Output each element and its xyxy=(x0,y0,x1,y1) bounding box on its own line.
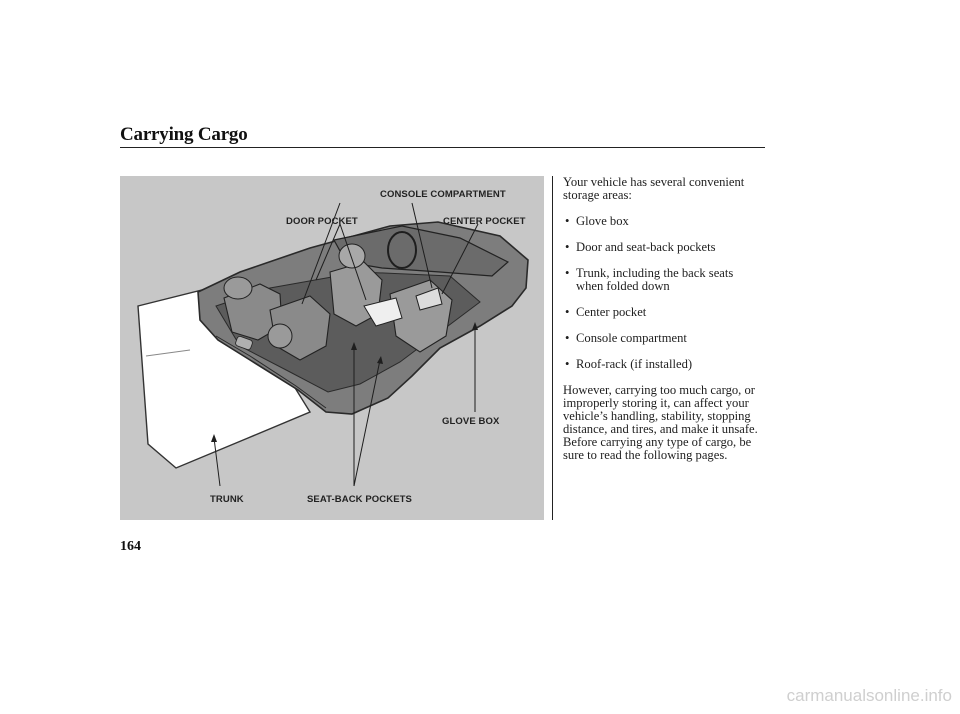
bullet-icon: • xyxy=(565,240,570,254)
list-item: •Glove box xyxy=(565,214,629,228)
watermark: carmanualsonline.info xyxy=(786,686,952,705)
label-trunk: TRUNK xyxy=(210,494,244,505)
label-center-pocket: CENTER POCKET xyxy=(443,216,526,227)
list-item: •Center pocket xyxy=(565,305,647,319)
label-seat-back-pockets: SEAT-BACK POCKETS xyxy=(307,494,412,505)
list-item: •Console compartment xyxy=(565,331,687,345)
callout-arrowheads xyxy=(211,322,478,442)
body-text: Your vehicle has several convenient stor… xyxy=(563,176,763,462)
bullet-icon: • xyxy=(565,357,570,371)
list-item: •Roof-rack (if installed) xyxy=(565,357,693,371)
bullet-icon: • xyxy=(565,331,570,345)
label-glove-box: GLOVE BOX xyxy=(442,416,500,427)
warning-paragraph: However, carrying too much cargo, or imp… xyxy=(563,383,758,462)
list-item: •Door and seat-back pockets xyxy=(565,240,716,254)
page-number: 164 xyxy=(120,539,141,554)
bullet-icon: • xyxy=(565,305,570,319)
car-interior-drawing xyxy=(137,202,529,487)
storage-list: •Glove box •Door and seat-back pockets •… xyxy=(563,215,763,371)
page-title: Carrying Cargo xyxy=(120,124,248,145)
bullet-icon: • xyxy=(565,214,570,228)
list-item: •Trunk, including the back seats when fo… xyxy=(565,266,734,293)
callout-lines xyxy=(213,202,479,487)
storage-areas-illustration: CONSOLE COMPARTMENT DOOR POCKET CENTER P… xyxy=(120,176,544,520)
intro-paragraph: Your vehicle has several convenient stor… xyxy=(563,175,745,202)
column-divider xyxy=(552,176,553,520)
label-door-pocket: DOOR POCKET xyxy=(286,216,358,227)
label-console-compartment: CONSOLE COMPARTMENT xyxy=(380,189,506,200)
title-rule xyxy=(120,147,765,148)
bullet-icon: • xyxy=(565,266,570,280)
